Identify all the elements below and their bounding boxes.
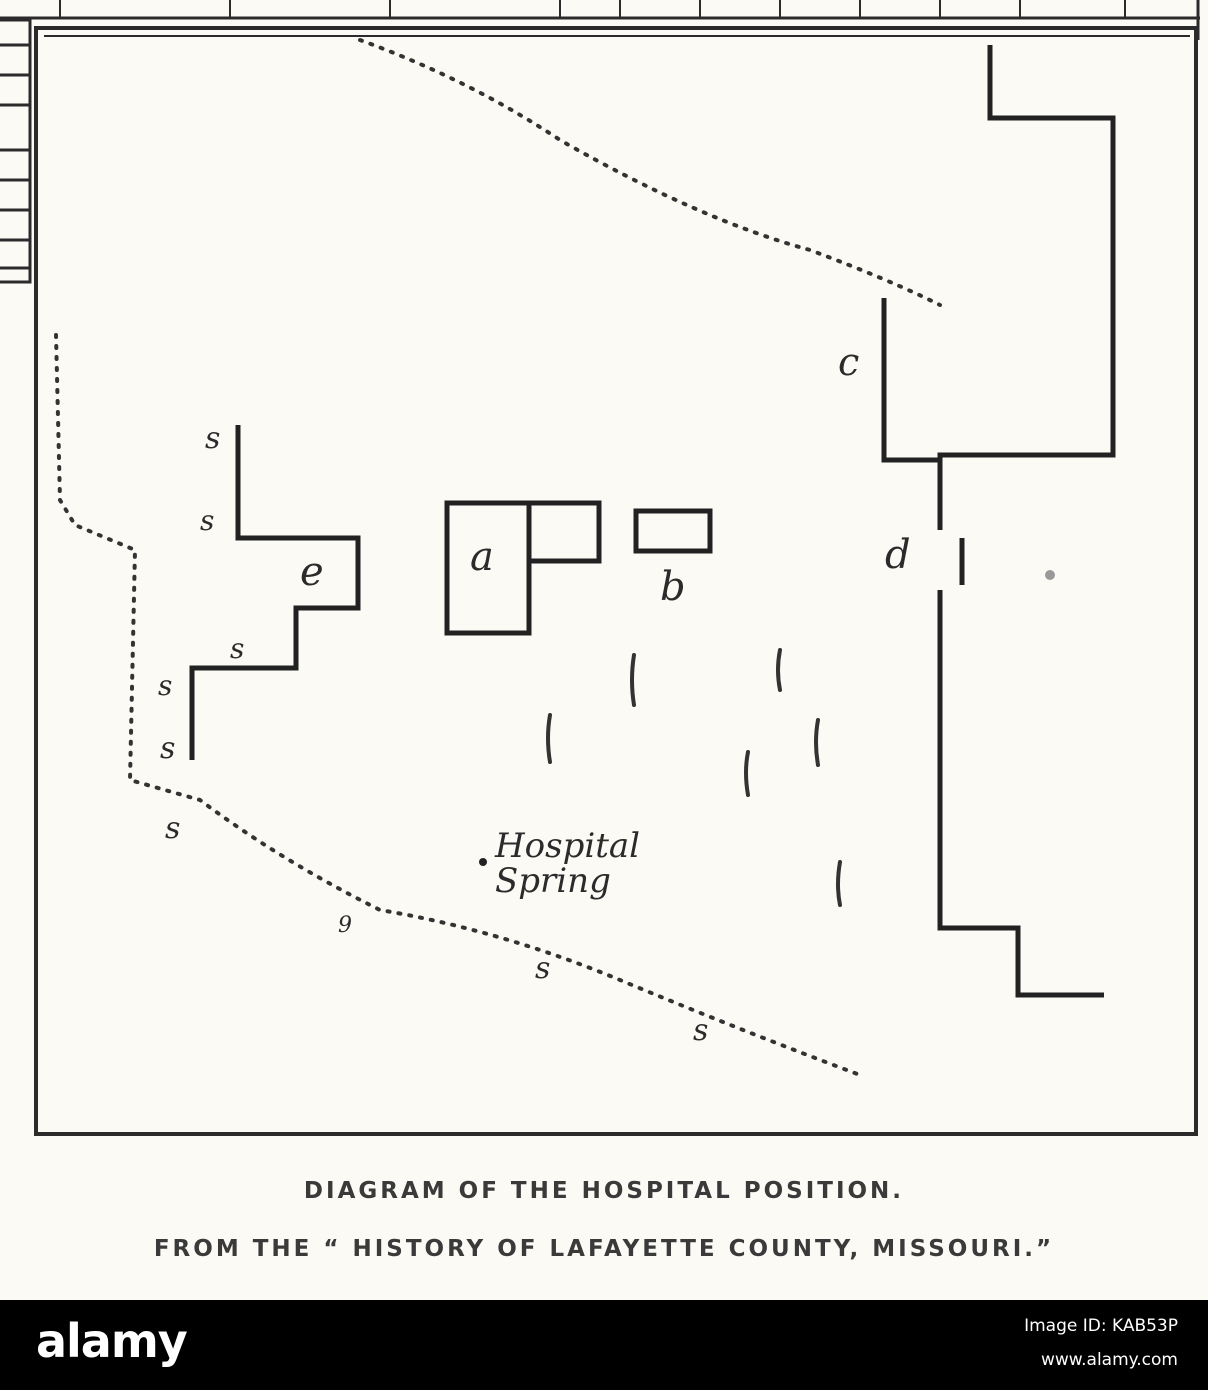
- watermark-url: www.alamy.com: [1040, 1350, 1178, 1370]
- diagram-plate: a b c d e s s s s s s s s 9 Hospital Spr…: [0, 0, 1200, 1262]
- left-ladder-strip: [0, 18, 32, 284]
- label-s-6: s: [165, 811, 180, 846]
- watermark-image-id: Image ID: KAB53P: [1024, 1316, 1178, 1336]
- label-s-5: s: [160, 731, 175, 766]
- label-s-3: s: [230, 632, 244, 665]
- left-stepped-line: [189, 425, 361, 760]
- label-e: e: [300, 549, 324, 595]
- label-s-4: s: [158, 669, 172, 702]
- spring-point: [479, 858, 487, 866]
- top-border-strip: [0, 0, 1200, 40]
- label-b: b: [660, 564, 686, 610]
- label-hospital: Hospital: [494, 826, 640, 866]
- diagram-labels: a b c d e s s s s s s s s 9 Hospital Spr…: [158, 340, 911, 1048]
- bracket-marks: [546, 648, 842, 907]
- dotted-boundaries: [54, 38, 942, 1077]
- building-b: [633, 508, 713, 554]
- label-s-8: s: [693, 1013, 708, 1048]
- building-a: [444, 500, 602, 636]
- stray-dot: [1045, 570, 1055, 580]
- label-s-1: s: [205, 421, 220, 456]
- label-a: a: [470, 534, 494, 580]
- outer-frame: [34, 26, 1198, 1136]
- label-small-mark: 9: [338, 913, 352, 938]
- caption-title: DIAGRAM OF THE HOSPITAL POSITION.: [303, 1178, 905, 1204]
- label-s-7: s: [535, 951, 550, 986]
- label-spring: Spring: [495, 861, 611, 901]
- hospital-position-diagram: a b c d e s s s s s s s s 9 Hospital Spr…: [0, 0, 1200, 1136]
- caption-source: FROM THE “ HISTORY OF LAFAYETTE COUNTY, …: [153, 1236, 1055, 1262]
- right-entrenchment: [881, 45, 1116, 998]
- watermark-bar: alamy Image ID: KAB53P www.alamy.com: [0, 1300, 1208, 1390]
- label-c: c: [838, 340, 859, 384]
- label-d: d: [885, 532, 911, 578]
- label-s-2: s: [200, 504, 214, 537]
- watermark-logo: alamy: [36, 1314, 188, 1368]
